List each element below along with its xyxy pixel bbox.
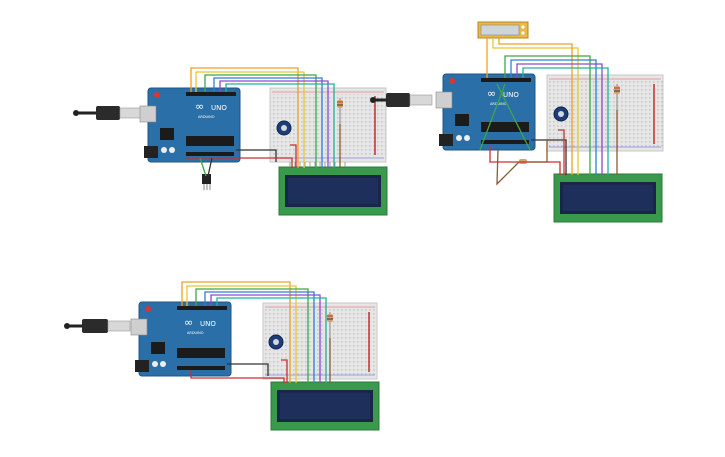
potentiometer-2[interactable]: [553, 106, 569, 122]
wires-1: [186, 67, 341, 177]
lcd-display-1[interactable]: [278, 162, 388, 216]
arduino-model-label: UNO: [503, 91, 519, 99]
usb-cable-3[interactable]: [64, 319, 131, 333]
arduino-brand-label: ARDUINO: [187, 331, 204, 335]
potentiometer-1[interactable]: [276, 120, 292, 136]
arduino-logo: ∞: [184, 316, 193, 329]
arduino-brand-label: ARDUINO: [198, 115, 215, 119]
circuit-2: ∞ UNO ARDUINO: [370, 21, 664, 223]
arduino-uno-3[interactable]: ∞ UNO ARDUINO: [130, 301, 232, 377]
sensor-module-2[interactable]: [477, 21, 529, 39]
resistor-2[interactable]: [614, 84, 620, 110]
usb-cable-1[interactable]: [73, 106, 143, 120]
arduino-uno-2[interactable]: ∞ UNO ARDUINO: [435, 73, 536, 151]
wires-2: [479, 38, 618, 186]
wires-3: [181, 281, 331, 383]
lcd-display-2[interactable]: [553, 173, 663, 223]
lcd-display-3[interactable]: [270, 381, 380, 431]
circuit-3: ∞ UNO ARDUINO: [64, 281, 380, 431]
arduino-brand-label: ARDUINO: [490, 102, 507, 106]
temperature-sensor-1[interactable]: [202, 174, 211, 190]
potentiometer-3[interactable]: [268, 334, 284, 350]
arduino-model-label: UNO: [211, 104, 227, 112]
arduino-logo: ∞: [487, 87, 496, 100]
arduino-uno-1[interactable]: ∞ UNO ARDUINO: [139, 87, 241, 163]
resistor-1[interactable]: [337, 98, 343, 124]
arduino-model-label: UNO: [200, 320, 216, 328]
resistor-4[interactable]: [327, 312, 333, 338]
usb-cable-2[interactable]: [370, 93, 433, 107]
arduino-logo: ∞: [195, 100, 204, 113]
circuit-1: ∞ UNO ARDUINO: [73, 67, 388, 216]
